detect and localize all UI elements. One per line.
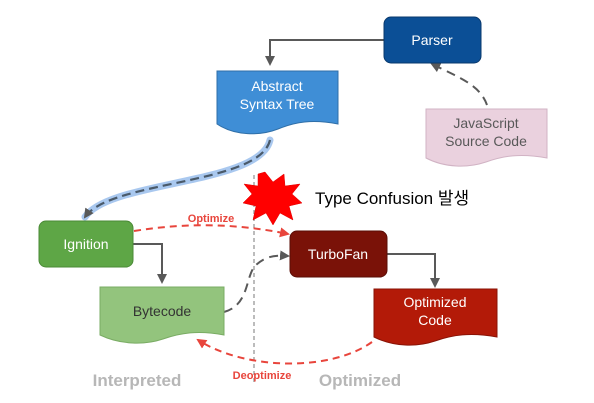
parser-node <box>383 16 482 64</box>
bytecode-label: Bytecode <box>133 303 192 319</box>
optimized-code-label-line1: Optimized <box>403 294 466 310</box>
js-source-label-line2: Source Code <box>445 133 527 149</box>
arrow-ast-to-ignition-glow <box>81 136 274 221</box>
region-label-optimized: Optimized <box>319 371 401 390</box>
optimized-code-label-line2: Code <box>418 312 452 328</box>
ignition-node <box>38 220 134 268</box>
bytecode-node <box>99 286 225 344</box>
arrow-optimize <box>133 224 290 238</box>
optimize-label: Optimize <box>188 213 234 225</box>
deoptimize-label: Deoptimize <box>233 370 292 382</box>
ignition-label: Ignition <box>63 236 108 252</box>
arrow-ast-to-ignition <box>83 139 272 219</box>
js-source-label-line1: JavaScript <box>453 115 518 131</box>
ast-label-line2: Syntax Tree <box>240 96 315 112</box>
arrow-deoptimize <box>196 338 373 365</box>
explosion-icon <box>242 171 303 226</box>
optimized-code-node <box>373 288 498 346</box>
arrow-ignition-to-bytecode <box>133 243 167 284</box>
parser-label: Parser <box>411 32 453 48</box>
turbofan-node <box>289 230 388 278</box>
js-source-node <box>425 108 548 167</box>
arrow-source-to-parser <box>430 63 488 106</box>
arrow-parser-to-ast <box>265 39 384 66</box>
turbofan-label: TurboFan <box>308 246 368 262</box>
type-confusion-label: Type Confusion 발생 <box>315 189 469 208</box>
ast-label-line1: Abstract <box>251 78 302 94</box>
ast-node <box>216 70 339 135</box>
arrow-turbofan-to-optimized <box>386 253 440 288</box>
arrow-bytecode-to-turbofan <box>223 250 290 313</box>
region-label-interpreted: Interpreted <box>93 371 182 390</box>
